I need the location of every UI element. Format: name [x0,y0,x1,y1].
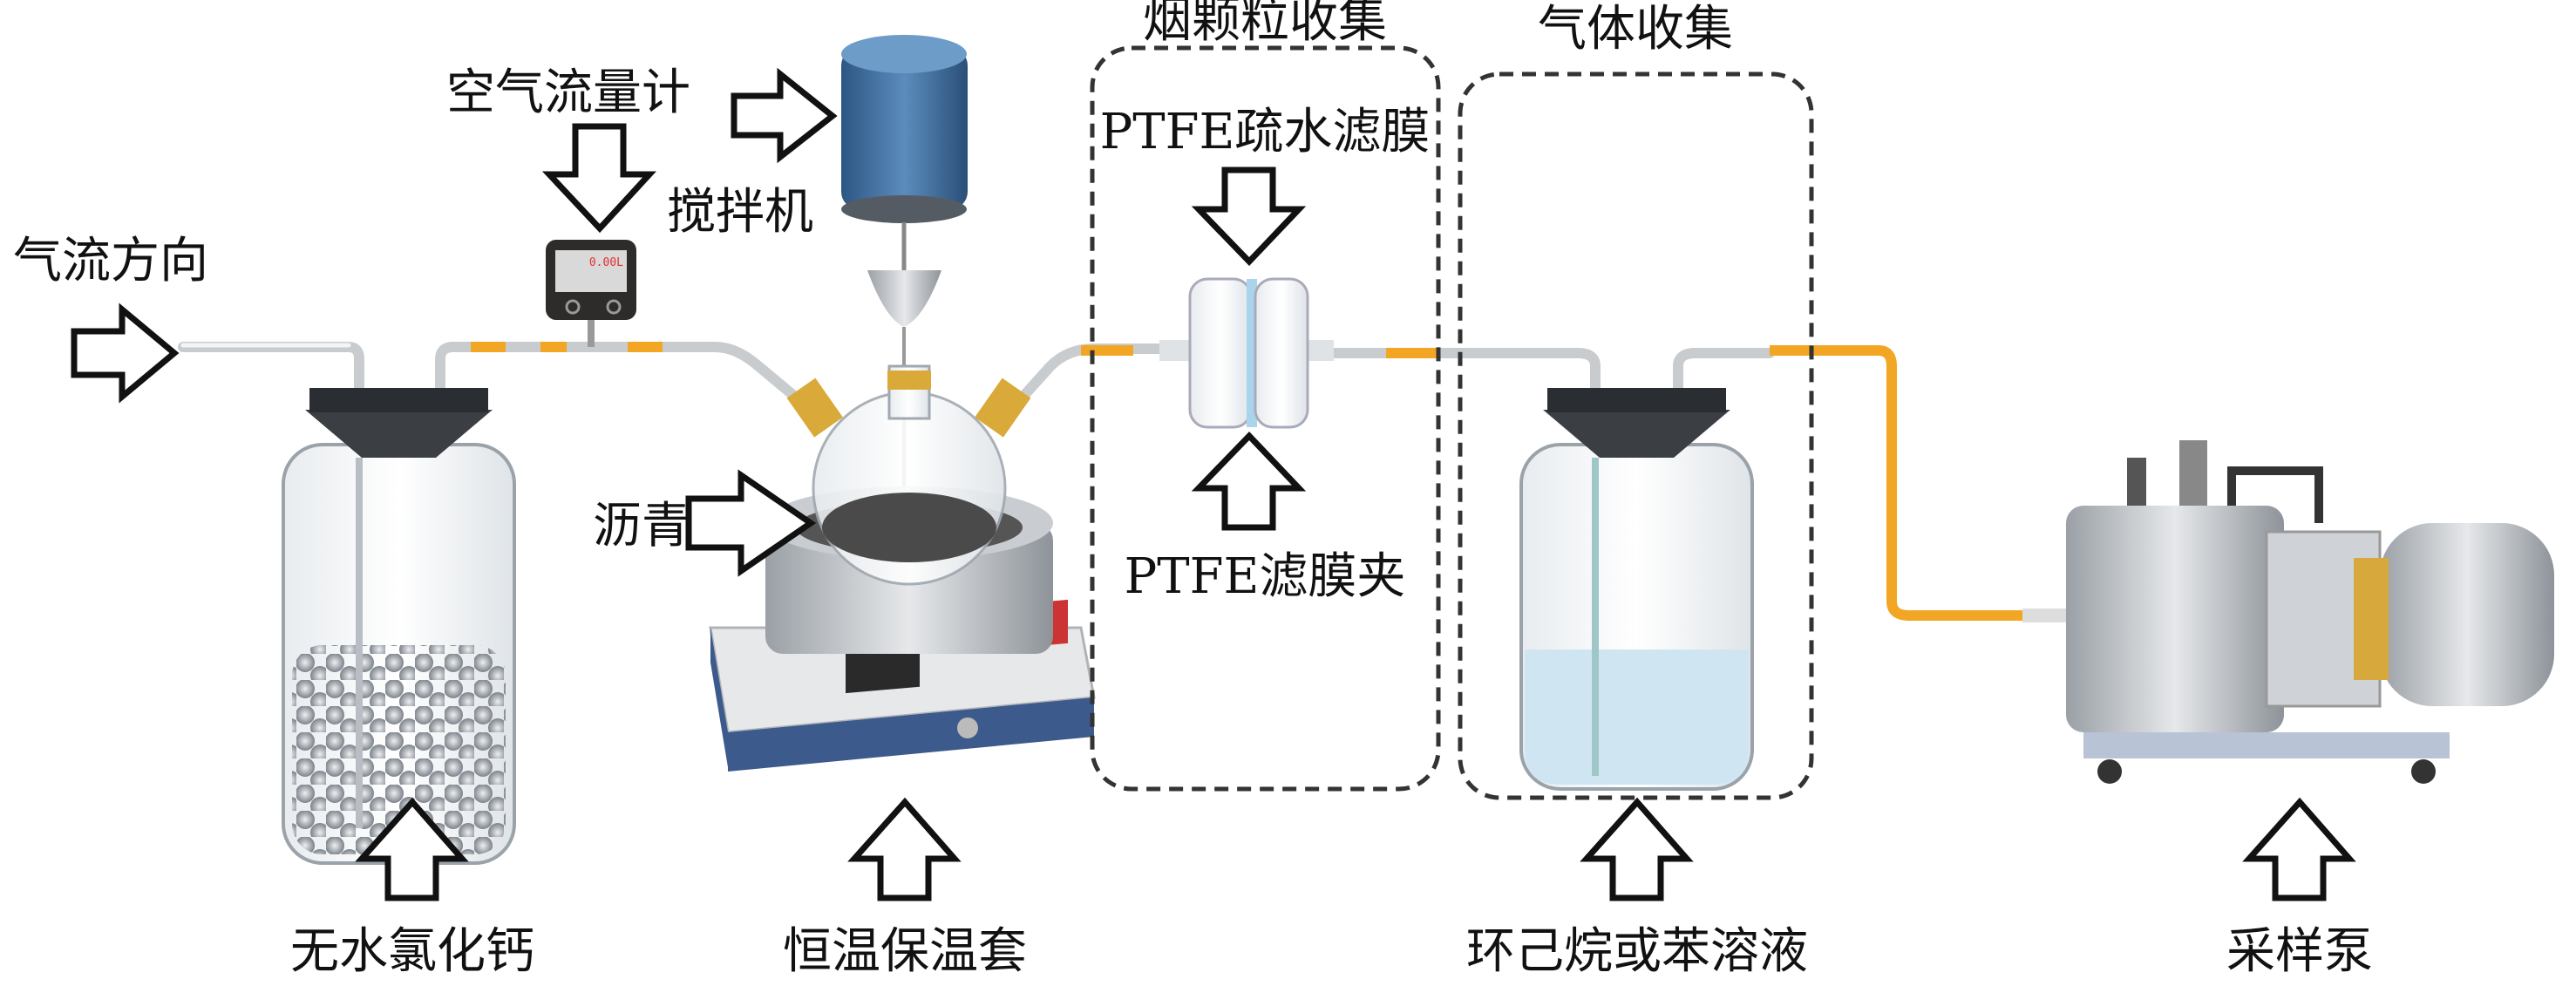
label-stirrer: 搅拌机 [667,184,813,241]
label-gas-collection: 气体收集 [1538,1,1733,58]
label-solvent: 环己烷或苯溶液 [1466,923,1808,980]
air-flowmeter: 0.00L [546,240,636,347]
arrow-down-icon [541,123,656,234]
flowmeter-display: 0.00L [589,256,623,269]
label-ptfe-membrane: PTFE疏水滤膜 [1100,104,1431,160]
label-asphalt: 沥青 [593,498,690,554]
absorption-bottle [1519,388,1754,791]
arrow-up-icon [2242,797,2356,901]
label-anhydrous-cacl2: 无水氯化钙 [290,923,534,980]
label-smoke-particle-collection: 烟颗粒收集 [1143,0,1387,49]
arrow-up-icon [1191,431,1307,531]
label-air-flowmeter: 空气流量计 [446,65,690,121]
smoke-particle-collection-box [1090,45,1441,792]
label-heating-mantle: 恒温保温套 [783,923,1027,980]
arrow-down-icon [1191,167,1307,267]
label-ptfe-holder: PTFE滤膜夹 [1125,548,1406,605]
orange-connectors [471,342,2031,621]
reaction-flask [786,364,1031,586]
glass-pipes [178,342,1775,493]
label-sampling-pump: 采样泵 [2226,923,2373,980]
arrow-up-icon [355,797,469,901]
orange-tube-to-pump [1770,345,2031,621]
arrow-right-icon [731,67,838,164]
arrow-up-icon [847,797,962,901]
sampling-pump [2022,440,2554,784]
arrow-right-icon [685,469,817,577]
label-airflow-direction: 气流方向 [13,233,208,289]
stirrer-motor [841,35,968,506]
arrow-up-icon [1580,797,1694,901]
ptfe-filter-holder [1159,277,1334,429]
drying-bottle [282,388,516,865]
arrow-right-icon [71,303,180,404]
gas-collection-box [1458,71,1814,800]
